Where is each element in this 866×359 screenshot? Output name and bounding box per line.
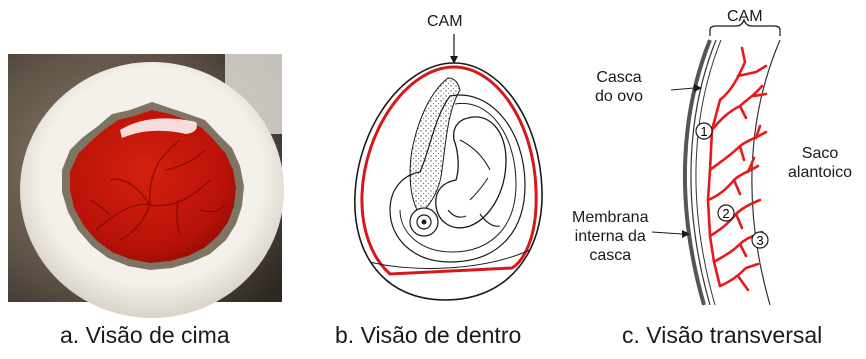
transverse-diagram: 1 2 3	[570, 0, 866, 320]
membrane-pointer	[652, 232, 682, 234]
egg-cross-section	[330, 0, 560, 320]
panel-top-view: a. Visão de cima	[0, 0, 290, 359]
blood-vessels	[708, 48, 766, 290]
marker-3-label: 3	[756, 233, 763, 248]
eggshell-layer	[685, 40, 710, 305]
caption-inside-view: b. Visão de dentro	[335, 322, 521, 349]
panel-inside-view: CAM b. Visão de dentro	[330, 0, 560, 359]
panel-transverse-view: CAM Casca do ovo Membrana interna da cas…	[570, 0, 866, 359]
egg-photo	[0, 0, 290, 320]
caption-transverse-view: c. Visão transversal	[622, 322, 822, 349]
marker-1-label: 1	[700, 124, 707, 139]
marker-2-label: 2	[722, 206, 729, 221]
caption-top-view: a. Visão de cima	[60, 322, 230, 349]
shell-pointer	[671, 88, 694, 90]
cam-brace	[710, 20, 780, 36]
